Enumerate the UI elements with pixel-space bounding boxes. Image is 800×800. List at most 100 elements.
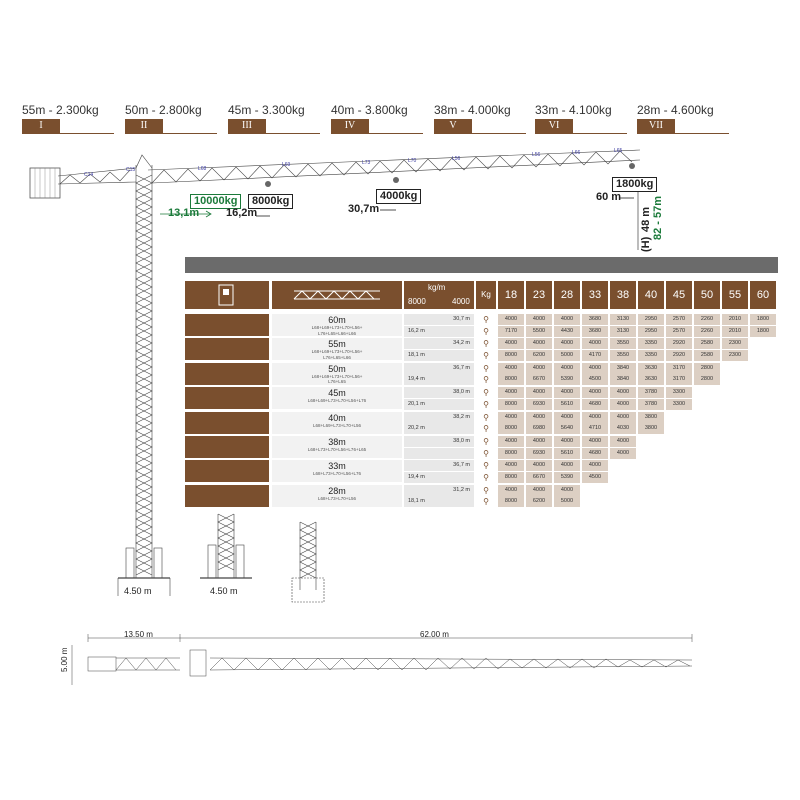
load-cell: 4170 [582, 349, 608, 361]
row-label-block [185, 484, 269, 507]
svg-text:L56: L56 [532, 152, 541, 158]
load-cell: 4000 [582, 436, 608, 447]
load-cell: 3170 [666, 374, 692, 386]
load-cell: 4000 [498, 411, 524, 423]
load-cell: 2950 [638, 314, 664, 325]
load-cell: 4000 [526, 460, 552, 472]
load-cell: 6980 [526, 423, 552, 435]
jib-composition: L68+L73+L70+L56 [318, 495, 356, 501]
load-cell: 2010 [722, 314, 748, 325]
config-bar: VII [637, 119, 729, 134]
hook-icon-8000: ⚲ [483, 448, 489, 458]
load-cell: 1800 [750, 314, 776, 325]
load-cell: 4000 [526, 436, 552, 447]
load-cell: 5390 [554, 471, 580, 483]
load-tag-2: 8000kg [248, 194, 294, 209]
load-cell: 2570 [666, 325, 692, 337]
radius-header-55: 55 [722, 281, 748, 309]
load-cell: 4000 [498, 338, 524, 350]
config-roman: III [228, 119, 266, 133]
load-cell: 4000 [526, 362, 552, 374]
speed-label: kg/m [428, 283, 446, 292]
base-view-b [200, 513, 252, 579]
svg-text:L69: L69 [282, 162, 291, 168]
load-cell: 1800 [750, 325, 776, 337]
hook-icon-8000: ⚲ [483, 472, 489, 482]
load-cell: 3680 [582, 325, 608, 337]
plan-left-length: 13.50 m [124, 630, 153, 639]
load-cell: 6670 [526, 471, 552, 483]
load-cell: 4000 [610, 447, 636, 459]
load-cell: 3840 [610, 362, 636, 374]
radius-header-28: 28 [554, 281, 580, 309]
row-label-block [185, 460, 269, 483]
load-cell: 5640 [554, 423, 580, 435]
load-cell: 3130 [610, 314, 636, 325]
range-4000: 36,7 m [404, 460, 474, 472]
svg-text:L73: L73 [362, 160, 371, 166]
load-cell: 3800 [638, 423, 664, 435]
load-cell: 3630 [638, 374, 664, 386]
load-cell: 8000 [498, 447, 524, 459]
config-roman: II [125, 119, 163, 133]
load-cell: 4000 [526, 411, 552, 423]
jib-length: 60m [328, 315, 346, 325]
load-cell: 4000 [526, 338, 552, 350]
hook-icon-4000: ⚲ [483, 363, 489, 373]
load-cell: 3800 [638, 411, 664, 423]
range-8000 [404, 447, 474, 459]
load-cell: 4000 [582, 362, 608, 374]
hook-icon-8000: ⚲ [483, 497, 489, 507]
load-cell: 3550 [610, 349, 636, 361]
base-view-c [291, 521, 325, 603]
jib-length: 33m [328, 461, 346, 472]
load-cell: 2920 [666, 349, 692, 361]
load-cell: 5610 [554, 447, 580, 459]
radius-header-38: 38 [610, 281, 636, 309]
config-bar: V [434, 119, 526, 134]
config-label: 50m - 2.800kg [125, 103, 202, 117]
load-cell: 8000 [498, 374, 524, 386]
load-cell: 6670 [526, 374, 552, 386]
load-cell: 3130 [610, 325, 636, 337]
load-cell: 4000 [554, 411, 580, 423]
range-8000: 19,4 m [404, 471, 474, 483]
load-cell: 4000 [498, 314, 524, 325]
load-cell: 4000 [554, 338, 580, 350]
jib-length: 38m [328, 437, 346, 447]
config-label: 28m - 4.600kg [637, 103, 714, 117]
range-4000: 38,0 m [404, 436, 474, 447]
row-label-block [185, 436, 269, 458]
load-cell: 4000 [582, 460, 608, 472]
load-cell: 2300 [722, 338, 748, 350]
load-cell: 8000 [498, 496, 524, 508]
hook-icon-4000: ⚲ [483, 315, 489, 324]
load-cell: 4000 [498, 387, 524, 399]
load-cell: 4000 [554, 314, 580, 325]
load-tag-3: 4000kg [376, 189, 422, 204]
load-cell: 5500 [526, 325, 552, 337]
load-cell: 4000 [610, 411, 636, 423]
load-radius-3: 30,7m [348, 203, 380, 215]
load-cell: 4000 [498, 362, 524, 374]
range-4000: 31,2 m [404, 484, 474, 496]
load-cell: 5000 [554, 349, 580, 361]
load-cell: 4000 [582, 338, 608, 350]
row-label-block [185, 338, 269, 361]
hook-icon-4000: ⚲ [483, 388, 489, 398]
hook-icon-8000: ⚲ [483, 326, 489, 336]
config-bar: VI [535, 119, 627, 134]
load-cell: 8000 [498, 471, 524, 483]
hook-icon-4000: ⚲ [483, 461, 489, 471]
range-8000: 18,1 m [404, 496, 474, 508]
range-4000: 34,2 m [404, 338, 474, 350]
